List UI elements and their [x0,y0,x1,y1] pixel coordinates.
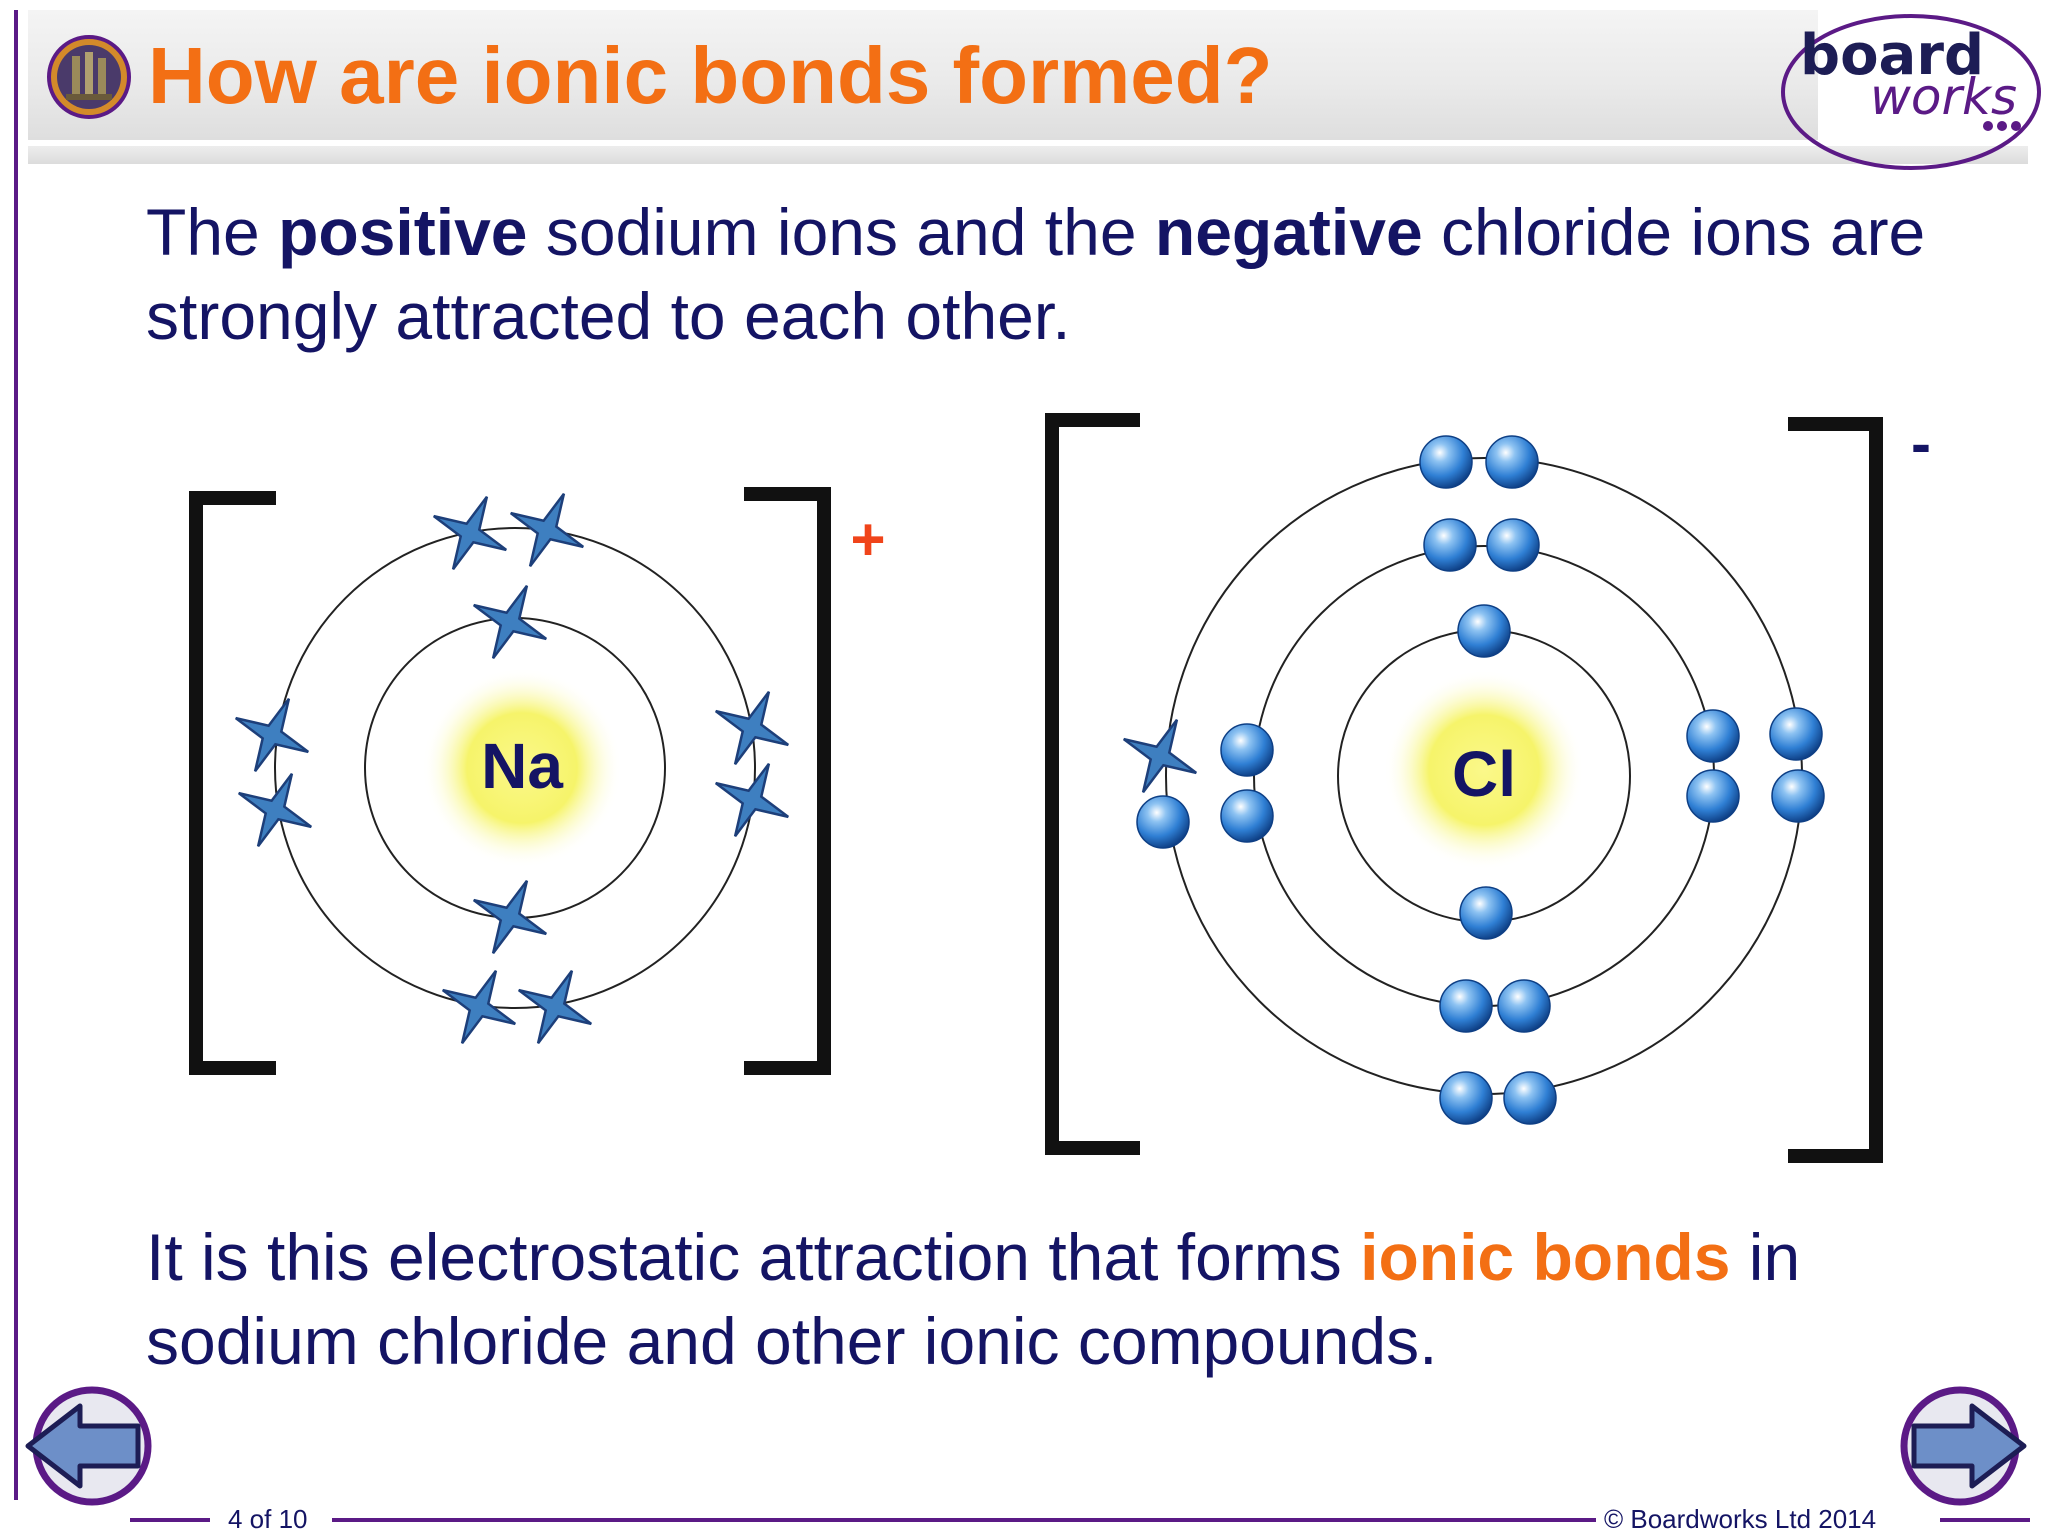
header-underline-band [28,146,2028,164]
copyright-notice: © Boardworks Ltd 2014 [1604,1504,1877,1534]
footer-rule-middle [332,1518,1596,1522]
footer-rule-right [1940,1518,2030,1522]
chloride-left-bracket [1045,413,1140,1155]
chloride-electron [1423,518,1477,572]
sodium-electron-cross [415,478,525,588]
chloride-electron [1503,1071,1557,1125]
chloride-electron [1220,789,1274,843]
chloride-right-bracket [1788,417,1883,1163]
sodium-symbol: Na [481,730,563,802]
intro-emphasis-positive: positive [278,195,528,269]
chloride-electron [1136,795,1190,849]
chloride-electron [1457,604,1511,658]
page-indicator: 4 of 10 [228,1504,308,1534]
sodium-right-bracket [744,487,831,1075]
intro-text-1: The [146,195,279,269]
slide-title: How are ionic bonds formed? [148,31,1273,120]
intro-text-2: sodium ions and the [527,195,1155,269]
chloride-electron [1439,979,1493,1033]
logo-text-board: board [1800,23,1985,88]
conclusion-paragraph: It is this electrostatic attraction that… [146,1215,1946,1383]
chloride-electron [1419,435,1473,489]
intro-text-3: chloride ions are strongly attracted to … [146,195,1926,353]
chloride-electron [1686,769,1740,823]
chloride-electrons [1136,435,1825,1125]
chloride-transferred-electron-cross [1105,701,1215,811]
chloride-electron [1771,769,1825,823]
chloride-charge: - [1911,410,1931,477]
previous-slide-button[interactable] [20,1380,160,1510]
boardworks-logo-icon [1781,14,2041,170]
sodium-ion: Na + [189,475,886,1075]
footer-rule-left [130,1518,210,1522]
chloride-electron [1459,886,1513,940]
sodium-electron-cross [697,745,807,855]
chloride-electron [1439,1071,1493,1125]
chloride-electron [1220,723,1274,777]
chloride-electron [1485,435,1539,489]
chloride-electron [1686,709,1740,763]
conclusion-emphasis-ionic-bonds: ionic bonds [1360,1220,1731,1294]
chloride-ion: Cl - [1045,410,1931,1163]
intro-paragraph: The positive sodium ions and the negativ… [146,190,1946,358]
conclusion-text-1: It is this electrostatic attraction that… [146,1220,1361,1294]
sodium-left-bracket [189,491,276,1075]
header-band [28,10,1818,140]
conclusion-text-2: in sodium chloride and other ionic compo… [146,1220,1801,1378]
sodium-charge: + [850,506,885,573]
right-arrow-icon [1911,1403,2027,1489]
sodium-electron-cross [455,862,565,972]
chloride-electron [1497,979,1551,1033]
chloride-nucleus-glow [1384,670,1584,870]
sodium-nucleus-glow [422,668,622,868]
left-arrow-icon [25,1403,141,1489]
chloride-symbol: Cl [1452,738,1516,810]
sodium-electron-cross [492,475,602,585]
sodium-outer-shell [274,527,756,1009]
logo-text-works: works [1870,68,2018,126]
left-border-rule [14,10,18,1500]
sodium-electron-cross [697,673,807,783]
intro-emphasis-negative: negative [1154,195,1423,269]
topic-badge-icon [47,35,131,119]
sodium-electron-cross [217,680,327,790]
next-slide-button[interactable] [1892,1380,2032,1510]
chloride-electron [1769,707,1823,761]
chloride-electron [1486,518,1540,572]
